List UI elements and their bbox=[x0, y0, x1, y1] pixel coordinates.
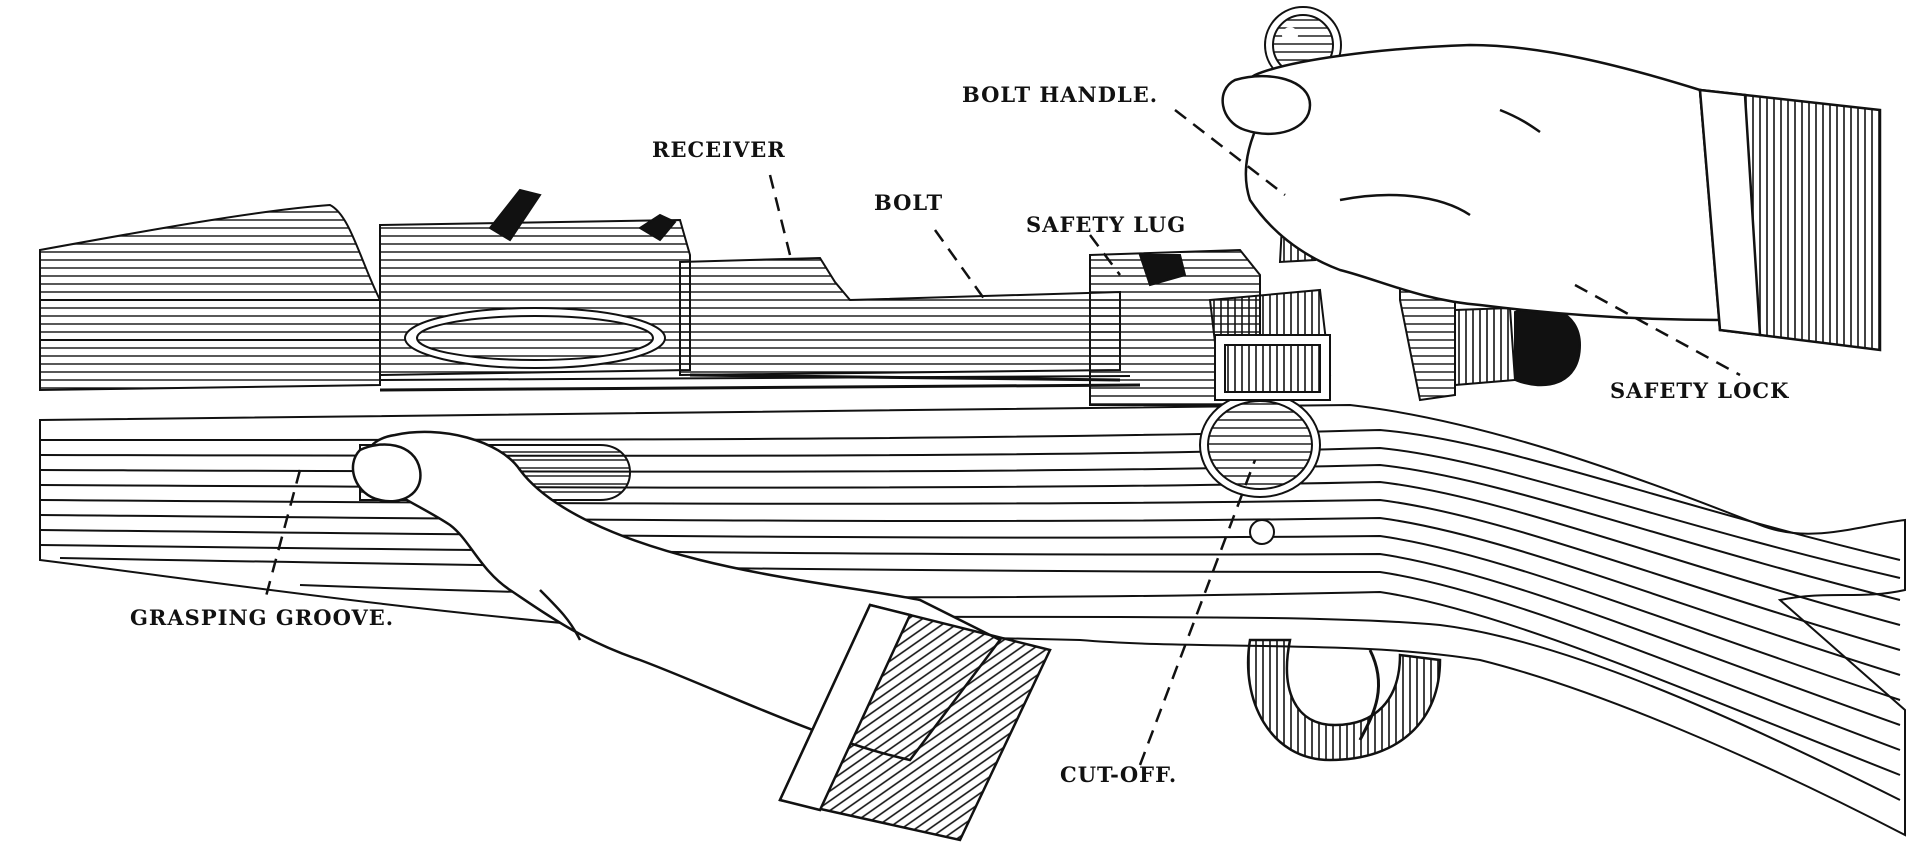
leader-lines bbox=[263, 109, 1741, 766]
leader-cut-off bbox=[1138, 459, 1257, 766]
swivel-hole bbox=[1249, 519, 1275, 545]
label-bolt: BOLT bbox=[874, 190, 944, 215]
label-grasping-groove: GRASPING GROOVE. bbox=[130, 605, 395, 630]
label-receiver: RECEIVER bbox=[652, 137, 786, 162]
label-bolt-handle: BOLT HANDLE. bbox=[962, 82, 1159, 107]
receiver-assembly bbox=[379, 188, 1582, 498]
left-hand bbox=[351, 430, 1052, 842]
leader-bolt-handle bbox=[1174, 109, 1286, 196]
label-cut-off: CUT-OFF. bbox=[1060, 762, 1178, 787]
trigger-guard bbox=[1246, 638, 1442, 762]
right-hand bbox=[1221, 43, 1882, 352]
label-safety-lug: SAFETY LUG bbox=[1026, 212, 1187, 237]
leader-safety-lug bbox=[1089, 234, 1121, 276]
rear-sight bbox=[39, 203, 381, 392]
leader-safety-lock bbox=[1574, 283, 1741, 377]
leader-bolt bbox=[933, 229, 987, 301]
label-safety-lock: SAFETY LOCK bbox=[1610, 378, 1790, 403]
leader-receiver bbox=[768, 174, 792, 256]
